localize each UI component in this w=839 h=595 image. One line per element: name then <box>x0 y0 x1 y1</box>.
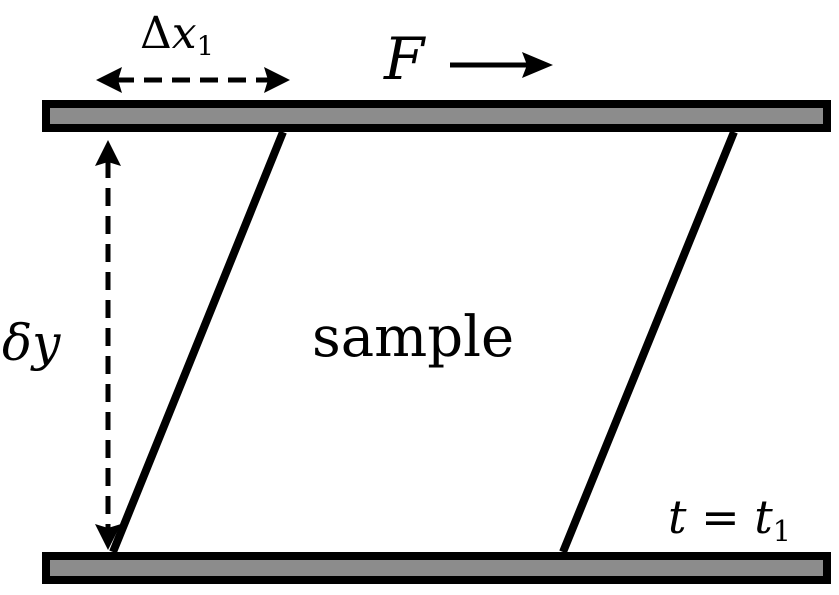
force-label: F <box>384 25 425 93</box>
time-rhs-var: t <box>754 490 773 544</box>
delta-x-sub: 1 <box>196 31 214 63</box>
time-eq: = <box>701 490 740 544</box>
time-label: t = t1 <box>668 494 791 547</box>
delta-y-symbol: δ <box>2 314 33 372</box>
delta-x-arrowhead-right <box>264 67 290 93</box>
sample-left-edge <box>109 130 287 554</box>
time-var: t <box>668 490 687 544</box>
delta-y-arrowhead-bottom <box>95 524 121 550</box>
time-rhs-sub: 1 <box>772 514 791 548</box>
delta-x-label: Δx1 <box>140 12 214 61</box>
bottom-plate <box>42 552 831 584</box>
delta-x-arrowhead-left <box>96 67 122 93</box>
delta-y-var: y <box>32 314 61 372</box>
force-arrowhead <box>522 52 553 78</box>
delta-x-var: x <box>171 8 197 59</box>
delta-y-arrowhead-top <box>95 140 121 166</box>
sample-label: sample <box>312 305 515 370</box>
delta-y-label: δy <box>2 318 60 368</box>
delta-x-symbol: Δ <box>140 8 172 59</box>
top-plate <box>42 100 831 132</box>
sample-right-edge <box>559 130 738 554</box>
